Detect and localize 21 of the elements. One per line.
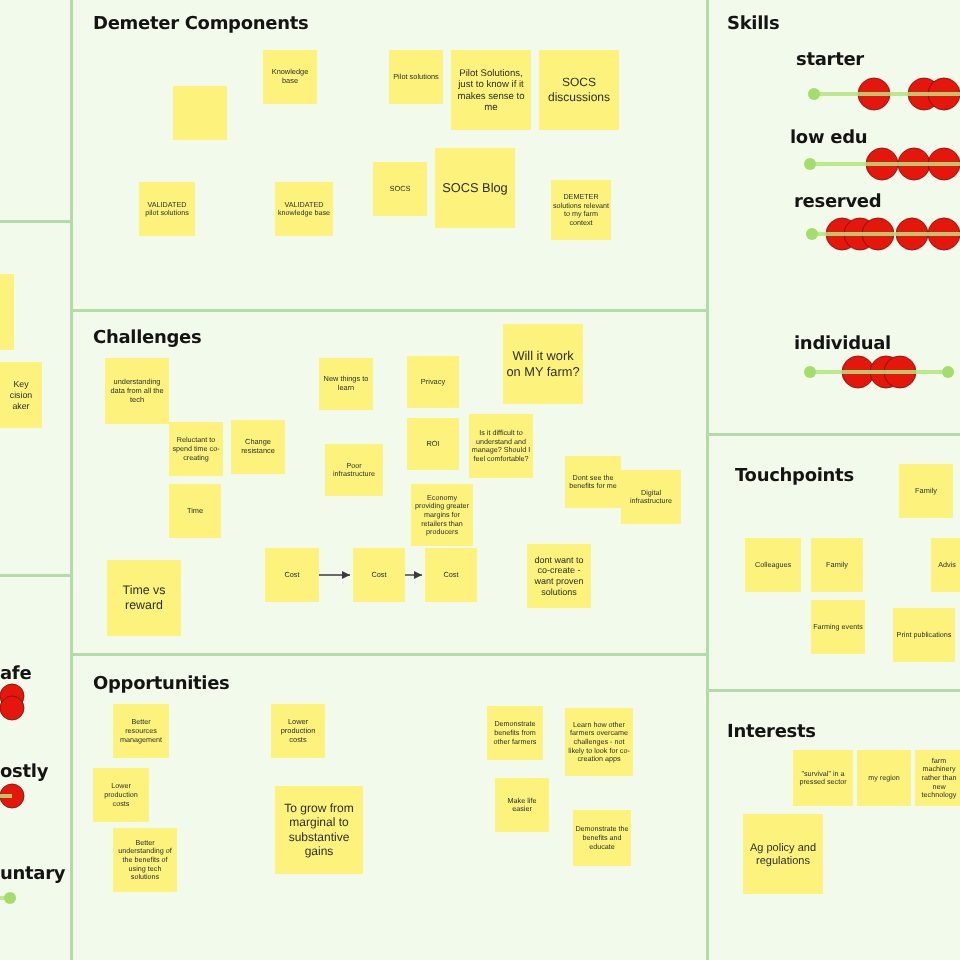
panel xyxy=(706,436,960,692)
panel-title: Skills xyxy=(727,14,780,32)
panel-title: Challenges xyxy=(93,328,202,346)
sticky-note xyxy=(173,86,227,140)
slider-label: reserved xyxy=(794,192,882,210)
panel xyxy=(70,0,706,312)
panel xyxy=(706,692,960,960)
slider-label: untary xyxy=(0,864,66,882)
slider-label: starter xyxy=(796,50,864,68)
panel-title: Opportunities xyxy=(93,674,230,692)
panel-title: Touchpoints xyxy=(735,466,854,484)
panel-title: Demeter Components xyxy=(93,14,309,32)
slider-label: ostly xyxy=(0,762,49,780)
slider-label: afe xyxy=(0,664,32,682)
panel-title: Interests xyxy=(727,722,816,740)
panel xyxy=(70,312,706,656)
sticky-note xyxy=(0,274,14,350)
panel xyxy=(706,0,960,436)
slider-label: individual xyxy=(794,334,891,352)
arrow xyxy=(315,571,351,579)
slider-label: low edu xyxy=(790,128,868,146)
